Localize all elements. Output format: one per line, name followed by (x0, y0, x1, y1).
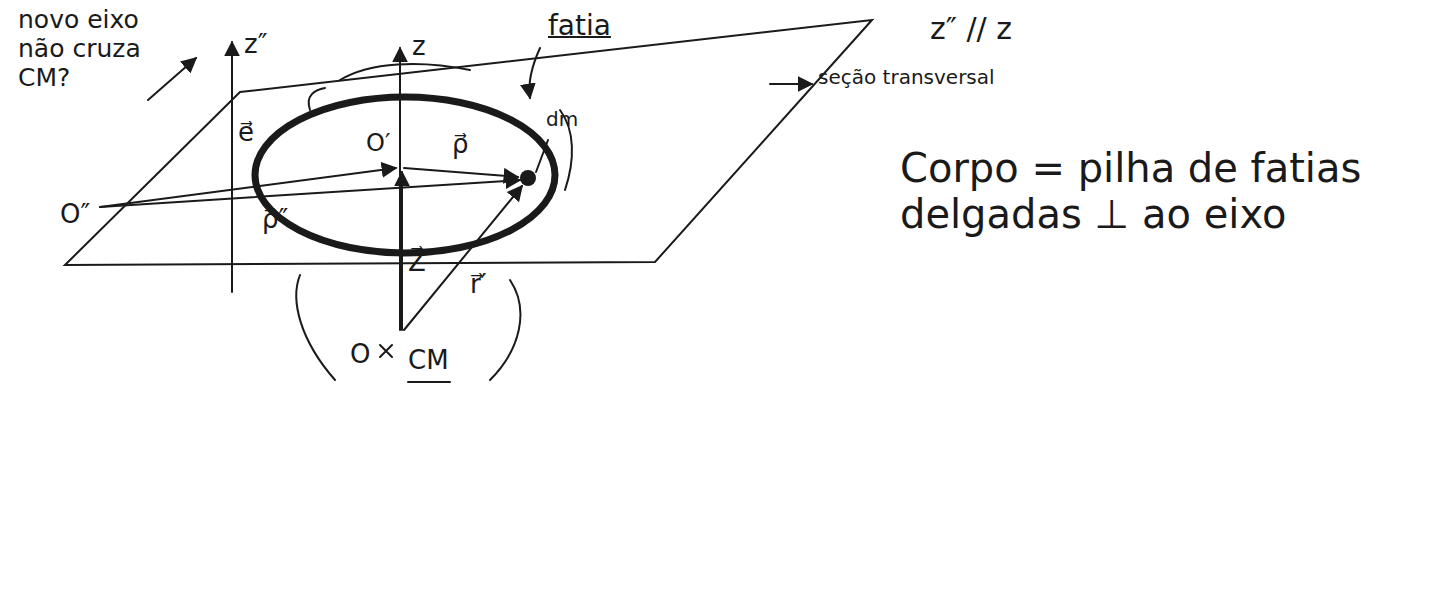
leader-line (529, 48, 540, 98)
vector-label: Z⃗ (408, 248, 426, 278)
leader-arrow (148, 58, 196, 100)
callout-label: dm (546, 108, 578, 131)
vector-label: e⃗ (238, 118, 254, 148)
body-outline (296, 275, 335, 380)
underline (408, 381, 450, 383)
note: z″ // z (930, 12, 1012, 47)
vector-rho2 (100, 180, 520, 207)
point-label: O (350, 340, 370, 370)
note: Corpo = pilha de fatias delgadas ⊥ ao ei… (900, 145, 1380, 237)
axis-z2 (231, 42, 233, 292)
leader-arrow (770, 83, 812, 85)
slice-ellipse (255, 97, 555, 253)
mass-element-dot (520, 170, 536, 186)
vector-label: r⃗′ (470, 270, 487, 300)
vector-label: ρ⃗ (452, 130, 469, 160)
vector-e (100, 168, 396, 207)
body-outline (340, 64, 470, 80)
leader-line (536, 140, 548, 172)
cross-section-plane (65, 20, 872, 265)
slice-label: fatia (548, 10, 611, 42)
note: novo eixo não cruza CM? (18, 6, 148, 92)
body-outline (490, 280, 520, 380)
callout-label: seção transversal (818, 66, 995, 89)
axis-label: z″ (244, 30, 267, 60)
vector-rho (404, 168, 518, 177)
point-label: CM (408, 346, 449, 376)
point-label: O′ (366, 130, 390, 158)
point-label: O″ (60, 200, 90, 230)
axis-label: z (412, 32, 426, 62)
axis-z (399, 48, 401, 330)
vector-Z (401, 172, 403, 330)
vector-label: ρ⃗″ (262, 205, 288, 235)
vector-r (404, 186, 522, 330)
cm-mark (380, 345, 392, 357)
